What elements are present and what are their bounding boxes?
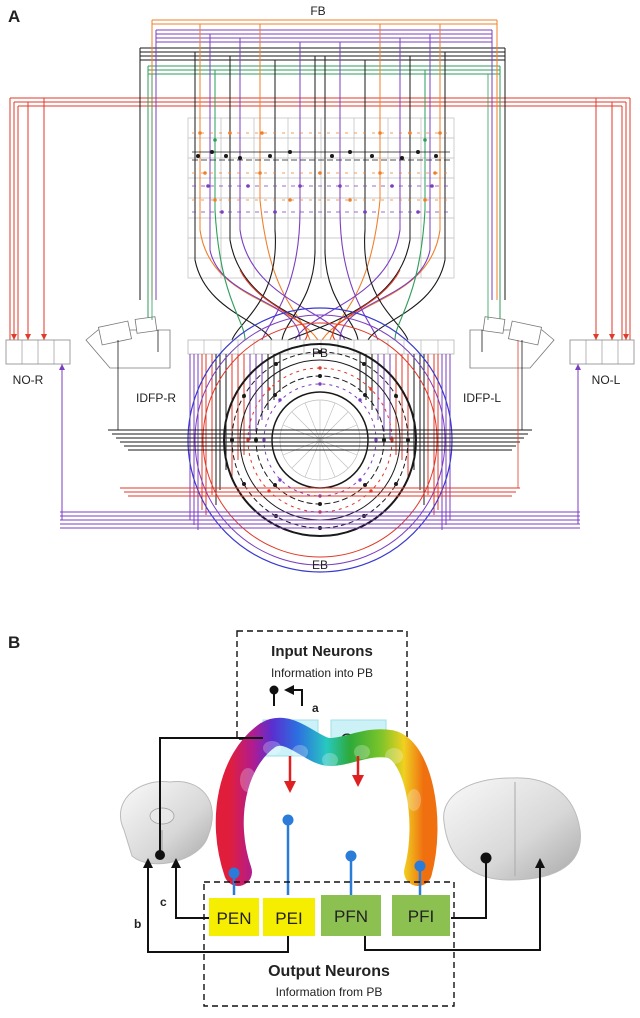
eb-label: EB — [312, 558, 328, 572]
idfp-l-box — [469, 74, 555, 488]
loop-a-arrow — [284, 685, 303, 706]
fb-top-bus-lines — [10, 19, 630, 107]
output-neurons-subtitle: Information from PB — [276, 985, 383, 999]
output-neurons-title: Output Neurons — [268, 963, 390, 980]
fb-to-pb-fan — [194, 199, 446, 341]
pfi-label: PFI — [408, 907, 434, 926]
panel-a: A — [5, 4, 635, 573]
pb-output-dots — [228, 814, 426, 879]
no-r-box — [5, 98, 71, 521]
idfp-r-label: IDFP-R — [136, 391, 176, 405]
pb-row — [187, 339, 455, 355]
idfp-l-label: IDFP-L — [463, 391, 501, 405]
eb-brain-structure — [119, 781, 213, 865]
label-b: b — [134, 917, 141, 931]
input-neurons-subtitle: Information into PB — [271, 666, 373, 680]
input-neurons-title: Input Neurons — [271, 643, 373, 660]
panel-a-letter: A — [8, 7, 20, 26]
pb-brain-structure — [215, 717, 438, 886]
eip-terminal-dot — [155, 850, 165, 860]
pen-label: PEN — [217, 909, 252, 928]
pei-label: PEI — [275, 909, 302, 928]
connection-paths — [143, 737, 545, 953]
loop-a-dot — [269, 685, 279, 695]
fb-vertical-lines — [9, 20, 631, 340]
no-l-box — [569, 98, 635, 524]
fb-dots — [196, 131, 442, 214]
fb-grid — [187, 117, 455, 279]
pb-output-lines — [232, 820, 422, 895]
eb-side-buses — [60, 429, 580, 529]
no-r-label: NO-R — [13, 373, 44, 387]
label-c: c — [160, 895, 167, 909]
no-l-label: NO-L — [592, 373, 621, 387]
panel-b-letter: B — [8, 633, 20, 652]
pfn-box — [321, 895, 381, 936]
pei-box — [263, 898, 315, 936]
fb-label: FB — [310, 4, 325, 18]
pen-box — [209, 898, 259, 936]
label-a: a — [312, 701, 319, 715]
idfp-r-box — [85, 74, 171, 430]
fb-brain-structure — [443, 777, 581, 881]
pfi-terminal-dot — [480, 852, 492, 864]
pfn-label: PFN — [334, 907, 368, 926]
panel-b: B Input Neurons Information into PB a EI… — [8, 630, 581, 1007]
pfi-box — [392, 895, 450, 936]
output-neurons-box — [203, 881, 455, 1007]
